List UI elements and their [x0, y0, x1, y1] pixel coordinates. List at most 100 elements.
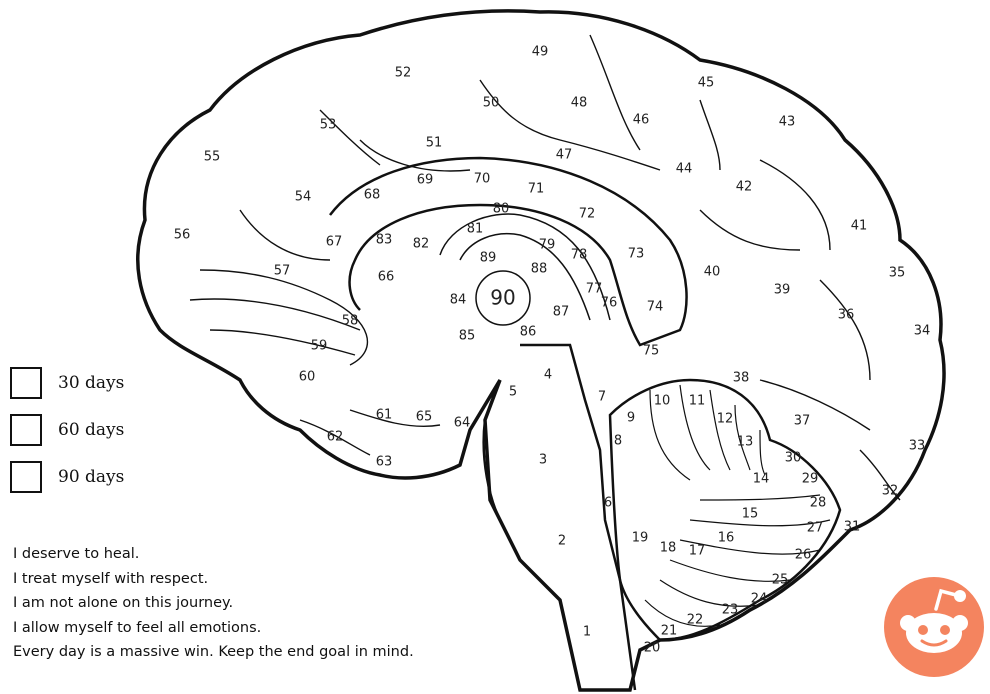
region-label-45: 45	[698, 76, 715, 91]
cerebellum-folia	[644, 384, 831, 627]
region-label-73: 73	[628, 247, 645, 262]
region-label-18: 18	[660, 541, 677, 556]
region-label-29: 29	[802, 472, 819, 487]
region-label-88: 88	[531, 262, 548, 277]
region-label-64: 64	[454, 416, 471, 431]
region-label-28: 28	[810, 496, 827, 511]
gyri-lines	[189, 34, 901, 501]
region-label-46: 46	[633, 113, 650, 128]
region-label-79: 79	[539, 238, 556, 253]
region-label-74: 74	[647, 300, 664, 315]
checklist-label: 30 days	[58, 373, 125, 393]
region-label-61: 61	[376, 408, 393, 423]
region-label-50: 50	[483, 96, 500, 111]
region-label-48: 48	[571, 96, 588, 111]
region-label-67: 67	[326, 235, 343, 250]
region-label-51: 51	[426, 136, 443, 151]
inner-arc	[439, 213, 611, 321]
region-label-8: 8	[614, 434, 622, 449]
antenna	[934, 588, 958, 611]
region-label-68: 68	[364, 188, 381, 203]
affirmation-line: I allow myself to feel all emotions.	[13, 619, 262, 636]
smile	[920, 639, 948, 647]
region-label-12: 12	[717, 412, 734, 427]
affirmation-line: I deserve to heal.	[13, 546, 140, 562]
region-label-89: 89	[480, 251, 497, 266]
region-label-23: 23	[722, 603, 739, 618]
region-label-24: 24	[751, 592, 768, 607]
region-label-47: 47	[556, 148, 573, 163]
region-label-81: 81	[467, 222, 484, 237]
region-label-71: 71	[528, 182, 545, 197]
corpus-callosum	[329, 156, 688, 347]
region-label-9: 9	[627, 411, 635, 426]
brainstem-outline	[482, 343, 637, 691]
region-label-30: 30	[785, 451, 802, 466]
region-label-87: 87	[553, 305, 570, 320]
region-label-42: 42	[736, 180, 753, 195]
region-label-60: 60	[299, 370, 316, 385]
region-label-38: 38	[733, 371, 750, 386]
region-label-85: 85	[459, 329, 476, 344]
region-label-33: 33	[909, 439, 926, 454]
checklist-item-60-days[interactable]: 60 days	[10, 412, 124, 448]
region-label-66: 66	[378, 270, 395, 285]
region-label-55: 55	[204, 150, 221, 165]
region-label-22: 22	[687, 613, 704, 628]
affirmation-line: I treat myself with respect.	[13, 570, 209, 587]
checklist-item-90-days[interactable]: 90 days	[10, 459, 124, 495]
region-label-56: 56	[174, 228, 191, 243]
region-label-34: 34	[914, 324, 931, 339]
region-label-69: 69	[417, 173, 434, 188]
region-label-59: 59	[311, 339, 328, 354]
region-label-25: 25	[772, 573, 789, 588]
region-label-4: 4	[544, 368, 552, 383]
region-label-52: 52	[395, 66, 412, 81]
region-label-21: 21	[661, 624, 678, 639]
region-label-77: 77	[586, 282, 603, 297]
region-label-90: 90	[490, 286, 515, 310]
region-label-39: 39	[774, 283, 791, 298]
checklist-label: 90 days	[58, 467, 125, 487]
region-label-65: 65	[416, 410, 433, 425]
antenna-ball	[954, 590, 966, 602]
region-label-76: 76	[601, 296, 618, 311]
region-label-11: 11	[689, 394, 706, 409]
region-label-3: 3	[539, 453, 547, 468]
checklist-item-30-days[interactable]: 30 days	[10, 365, 124, 401]
checkbox[interactable]	[10, 414, 42, 446]
region-label-43: 43	[779, 115, 796, 130]
inner-arc-2	[459, 233, 591, 321]
region-label-75: 75	[643, 344, 660, 359]
region-label-16: 16	[718, 531, 735, 546]
region-label-54: 54	[295, 190, 312, 205]
region-label-49: 49	[532, 45, 549, 60]
brain-outline	[136, 9, 946, 692]
checkbox[interactable]	[10, 461, 42, 493]
region-label-20: 20	[644, 641, 661, 656]
affirmation-line: Every day is a massive win. Keep the end…	[13, 644, 414, 660]
region-label-78: 78	[571, 248, 588, 263]
region-label-53: 53	[320, 118, 337, 133]
region-label-19: 19	[632, 531, 649, 546]
region-label-6: 6	[604, 496, 612, 511]
region-label-10: 10	[654, 394, 671, 409]
region-label-84: 84	[450, 293, 467, 308]
region-label-13: 13	[737, 435, 754, 450]
reddit-snoo-icon	[884, 577, 984, 677]
region-label-70: 70	[474, 172, 491, 187]
region-label-1: 1	[583, 625, 591, 640]
region-label-44: 44	[676, 162, 693, 177]
checkbox[interactable]	[10, 367, 42, 399]
center-circle	[475, 270, 531, 326]
region-label-57: 57	[274, 264, 291, 279]
region-label-72: 72	[579, 207, 596, 222]
region-label-40: 40	[704, 265, 721, 280]
checklist-label: 60 days	[58, 420, 125, 440]
region-label-26: 26	[795, 548, 812, 563]
region-label-37: 37	[794, 414, 811, 429]
region-label-83: 83	[376, 233, 393, 248]
region-label-5: 5	[509, 385, 517, 400]
region-label-17: 17	[689, 544, 706, 559]
